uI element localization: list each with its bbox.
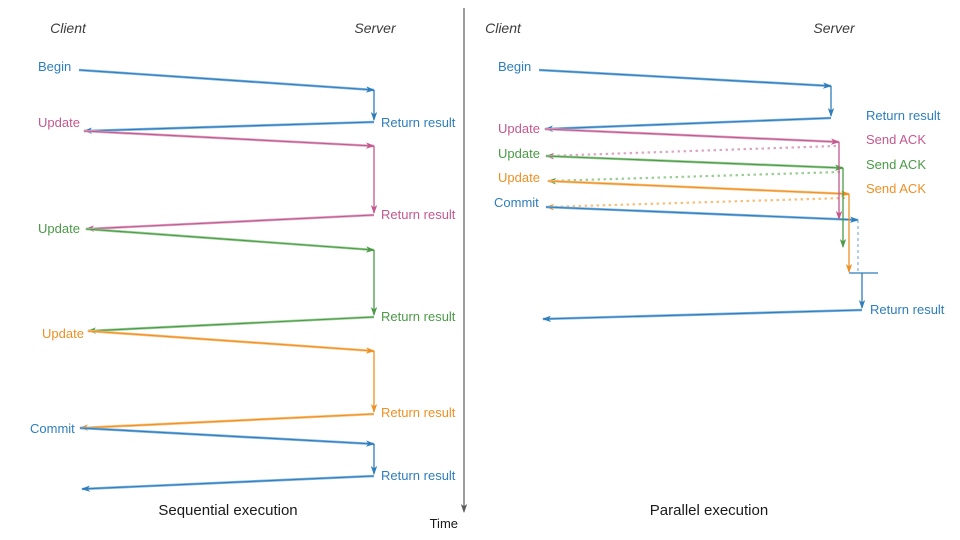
client-message-label: Update [498,170,540,185]
server-message-label: Return result [381,309,456,324]
client-message-label: Update [42,326,84,341]
server-message-label: Send ACK [866,132,926,147]
message-request-arrow [544,128,840,145]
message-response-arrow [87,316,375,334]
message-request-arrow [78,69,375,93]
server-message-label: Send ACK [866,181,926,196]
message-request-arrow [545,206,859,223]
client-message-label: Commit [494,195,539,210]
message-request-arrow [547,180,850,197]
server-message-label: Return result [866,108,941,123]
client-message-label: Update [38,221,80,236]
client-message-label: Begin [498,59,531,74]
message-ack-dotted [545,144,837,158]
message-response-arrow [542,309,863,322]
actor-label-client: Client [50,20,87,36]
message-request-arrow [79,427,375,447]
message-ack-dotted [547,170,841,183]
message-request-arrow [83,130,375,149]
actor-label-server: Server [813,20,856,36]
server-message-label: Return result [870,302,945,317]
message-request-arrow [538,69,832,89]
client-message-label: Update [498,121,540,136]
panel-caption-sequential: Sequential execution [158,502,297,519]
message-request-arrow [85,228,375,253]
message-ack-dotted [545,196,846,209]
message-response-arrow [83,121,375,134]
panel-caption-parallel: Parallel execution [650,502,768,519]
message-response-arrow [85,214,375,232]
message-response-arrow [79,413,375,431]
client-message-label: Begin [38,59,71,74]
server-message-label: Return result [381,468,456,483]
client-message-label: Commit [30,421,75,436]
client-message-label: Update [38,115,80,130]
actor-label-client: Client [485,20,522,36]
time-axis-label: Time [430,516,458,531]
message-request-arrow [87,330,375,354]
server-message-label: Return result [381,405,456,420]
message-response-arrow [81,475,375,492]
message-request-arrow [545,155,844,171]
actor-label-server: Server [354,20,397,36]
message-response-arrow [544,117,832,132]
server-message-label: Send ACK [866,157,926,172]
server-message-label: Return result [381,115,456,130]
client-message-label: Update [498,146,540,161]
server-message-label: Return result [381,207,456,222]
